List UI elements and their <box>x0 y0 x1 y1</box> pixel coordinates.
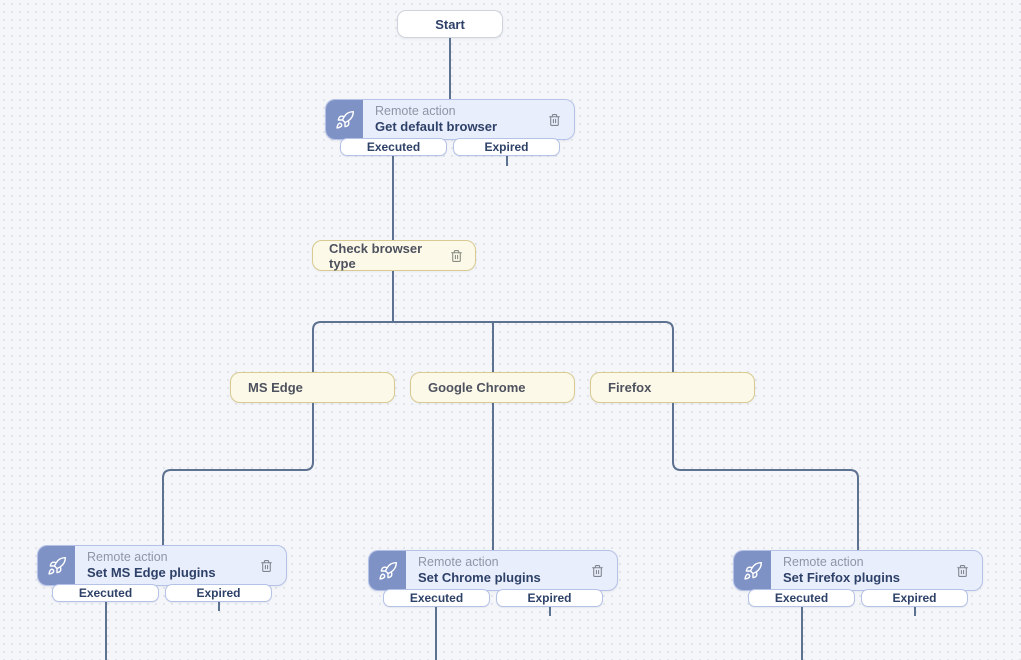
branch-node-ms-edge[interactable]: MS Edge <box>230 372 395 403</box>
expired-port-button[interactable]: Expired <box>453 138 560 156</box>
action-node-body[interactable]: Remote action Get default browser <box>325 99 575 140</box>
trash-icon[interactable] <box>450 249 463 263</box>
action-node-body[interactable]: Remote action Set Firefox plugins <box>733 550 983 591</box>
edge-branch-rail <box>312 321 674 372</box>
action-title: Set MS Edge plugins <box>87 565 216 581</box>
action-node-set-chrome-plugins[interactable]: Remote action Set Chrome plugins Execute… <box>368 550 618 607</box>
action-node-get-default-browser[interactable]: Remote action Get default browser Execut… <box>325 99 575 156</box>
start-node[interactable]: Start <box>397 10 503 38</box>
branch-label: Firefox <box>608 380 652 395</box>
action-title: Get default browser <box>375 119 498 135</box>
action-kind-label: Remote action <box>418 555 499 570</box>
branch-node-google-chrome[interactable]: Google Chrome <box>410 372 575 403</box>
rocket-icon <box>734 551 771 590</box>
action-kind-label: Remote action <box>783 555 864 570</box>
trash-icon[interactable] <box>591 564 604 578</box>
executed-port-button[interactable]: Executed <box>383 589 490 607</box>
action-node-set-firefox-plugins[interactable]: Remote action Set Firefox plugins Execut… <box>733 550 983 607</box>
rocket-icon <box>326 100 363 139</box>
expired-port-button[interactable]: Expired <box>165 584 272 602</box>
branch-label: Google Chrome <box>428 380 526 395</box>
trash-icon[interactable] <box>260 559 273 573</box>
action-title: Set Chrome plugins <box>418 570 541 586</box>
expired-port-button[interactable]: Expired <box>861 589 968 607</box>
executed-port-button[interactable]: Executed <box>748 589 855 607</box>
action-node-body[interactable]: Remote action Set Chrome plugins <box>368 550 618 591</box>
condition-label: Check browser type <box>329 240 423 271</box>
action-kind-label: Remote action <box>375 104 456 119</box>
action-node-set-ms-edge-plugins[interactable]: Remote action Set MS Edge plugins Execut… <box>37 545 287 602</box>
rocket-icon <box>369 551 406 590</box>
executed-port-button[interactable]: Executed <box>340 138 447 156</box>
branch-node-firefox[interactable]: Firefox <box>590 372 755 403</box>
action-title: Set Firefox plugins <box>783 570 901 586</box>
executed-port-button[interactable]: Executed <box>52 584 159 602</box>
branch-label: MS Edge <box>248 380 303 395</box>
condition-node-check-browser-type[interactable]: Check browser type <box>312 240 476 271</box>
action-node-body[interactable]: Remote action Set MS Edge plugins <box>37 545 287 586</box>
trash-icon[interactable] <box>956 564 969 578</box>
trash-icon[interactable] <box>548 113 561 127</box>
expired-port-button[interactable]: Expired <box>496 589 603 607</box>
action-kind-label: Remote action <box>87 550 168 565</box>
rocket-icon <box>38 546 75 585</box>
